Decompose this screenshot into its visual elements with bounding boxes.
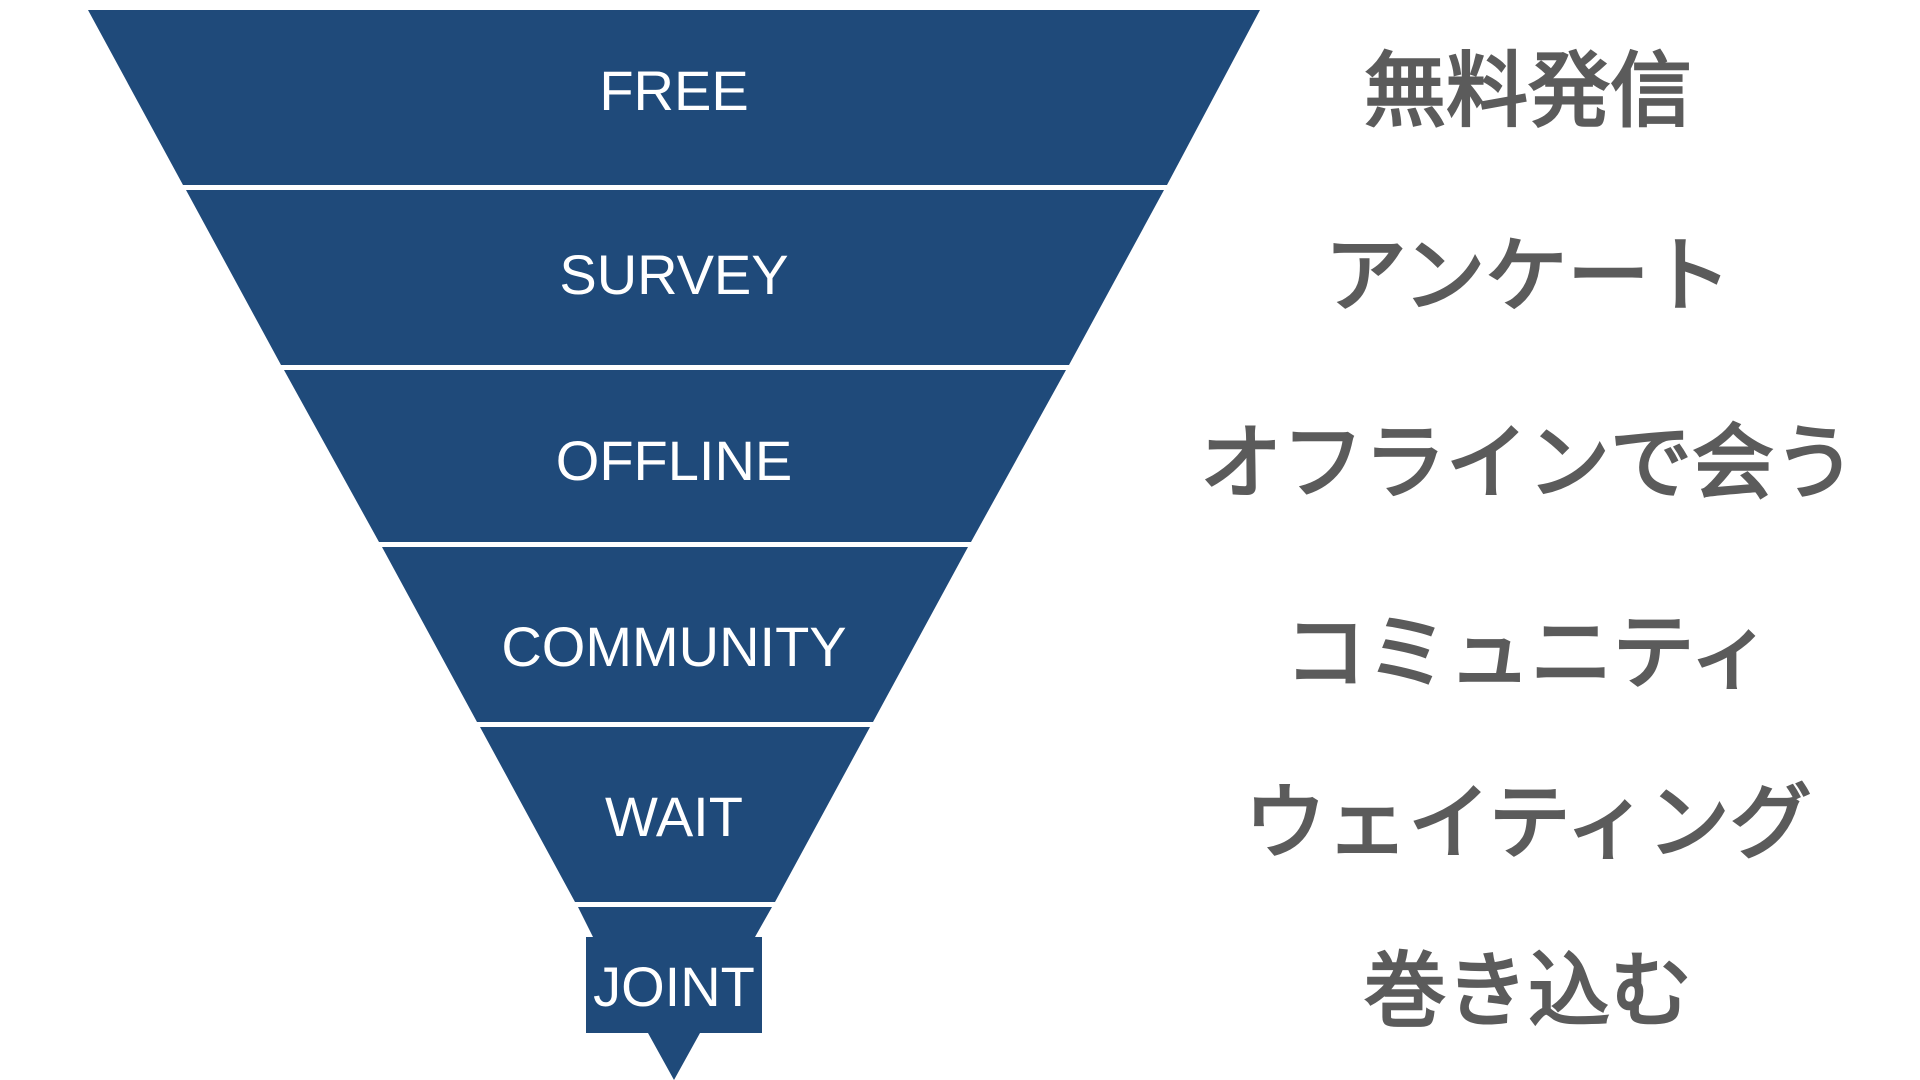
funnel-stage-offline (284, 370, 1066, 542)
funnel-stage-offline-label: OFFLINE (556, 429, 792, 492)
funnel-stage-community (382, 547, 968, 722)
description-offline: オフラインで会う (1199, 416, 1857, 511)
funnel-stage-survey (186, 190, 1164, 365)
funnel-stage-joint (578, 907, 772, 1080)
funnel-stage-wait-label: WAIT (605, 785, 743, 848)
description-joint: 巻き込む (1363, 944, 1693, 1039)
description-survey: アンケート (1324, 229, 1732, 324)
funnel-stage-free (88, 10, 1260, 185)
description-community: コミュニティ (1284, 606, 1772, 701)
funnel-stage-free-label: FREE (599, 59, 748, 122)
description-wait: ウェイティング (1244, 776, 1812, 871)
funnel-stage-community-label: COMMUNITY (501, 615, 846, 678)
funnel-stage-joint-label: JOINT (593, 955, 755, 1018)
funnel-stage-survey-label: SURVEY (559, 243, 788, 306)
description-free: 無料発信 (1363, 44, 1693, 139)
funnel-stage-wait (480, 727, 870, 902)
